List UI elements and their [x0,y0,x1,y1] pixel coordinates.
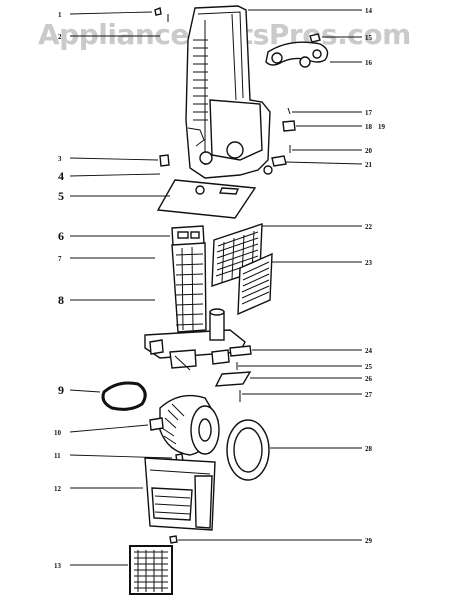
callout-15: 15 [365,34,373,42]
callout-20: 20 [365,147,373,155]
callout-27: 27 [365,391,373,399]
callout-13: 13 [54,562,62,570]
callout-6: 6 [58,229,64,243]
part-rear-housing [185,5,273,179]
part-screw-29 [169,535,178,544]
part-gasket-ring [101,381,147,411]
callout-19: 19 [378,123,386,131]
part-handle-grip [265,41,329,68]
callout-17: 17 [365,109,373,117]
callout-labels: 1 2 3 4 5 6 7 8 9 10 11 12 13 14 15 16 1… [54,7,386,570]
callout-4: 4 [58,169,64,183]
callout-8: 8 [58,293,64,307]
callout-11: 11 [54,452,61,460]
callout-10: 10 [54,429,62,437]
part-clip-3 [159,154,170,167]
callout-28: 28 [365,445,373,453]
callout-23: 23 [365,259,373,267]
callout-22: 22 [365,223,373,231]
callout-5: 5 [58,189,64,203]
leader-lines [69,9,363,566]
callout-2: 2 [58,33,62,41]
callout-3: 3 [58,155,62,163]
callout-21: 21 [365,161,373,169]
part-screw-1 [154,7,169,22]
callout-7: 7 [58,255,62,263]
part-lower-hardware [211,345,252,402]
part-clip-15 [309,33,321,43]
part-bottom-housing [144,457,216,531]
part-louvered-grille [237,252,273,316]
part-plate [156,179,257,219]
callout-1: 1 [58,11,62,19]
part-large-ring [226,419,270,481]
callout-24: 24 [365,347,373,355]
callout-9: 9 [58,383,64,397]
callout-12: 12 [54,485,62,493]
callout-29: 29 [365,537,373,545]
callout-26: 26 [365,375,373,383]
part-small-hardware [271,107,296,167]
callout-25: 25 [365,363,373,371]
part-filter-pad [129,545,173,595]
callout-16: 16 [365,59,373,67]
part-motor [149,394,220,456]
callout-14: 14 [365,7,373,15]
callout-18: 18 [365,123,373,131]
